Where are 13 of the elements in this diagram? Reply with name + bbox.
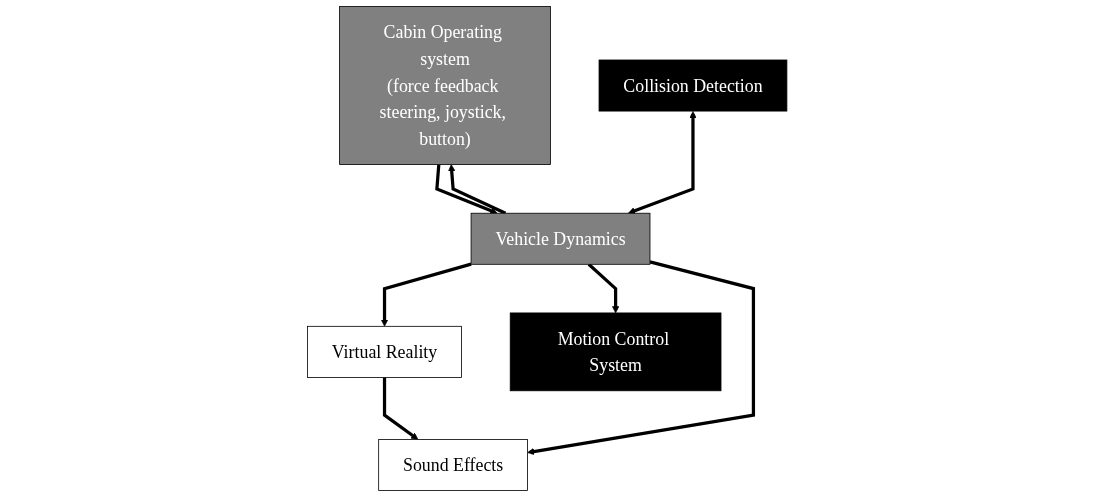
node-box: Sound Effects bbox=[378, 439, 528, 491]
node-box: Vehicle Dynamics bbox=[470, 212, 651, 265]
arrow bbox=[447, 164, 506, 215]
node-box: Collision Detection bbox=[598, 59, 788, 112]
arrow bbox=[627, 111, 697, 215]
arrow bbox=[587, 263, 619, 314]
arrow bbox=[527, 260, 755, 456]
arrow bbox=[435, 164, 498, 215]
node-box: Cabin Operating system (force feedback steering, joystick, button) bbox=[339, 6, 551, 165]
arrow bbox=[380, 262, 472, 327]
node-box: Motion Control System bbox=[509, 312, 722, 392]
arrow bbox=[382, 377, 419, 440]
node-box: Virtual Reality bbox=[306, 325, 462, 378]
